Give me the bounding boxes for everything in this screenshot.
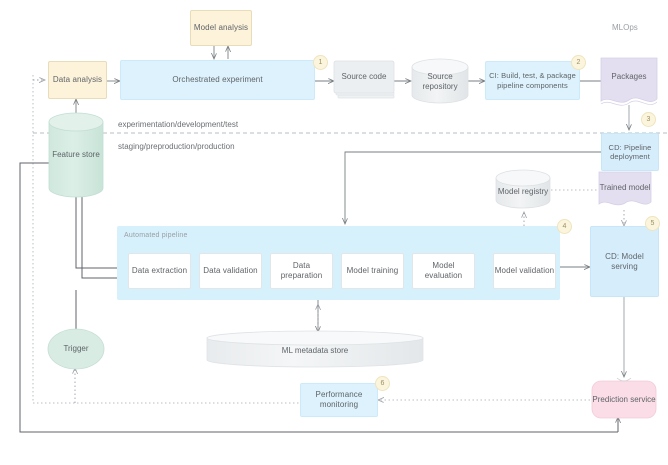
node-performance-monitoring[interactable]: Performance monitoring [300,383,378,417]
source-code-stack [333,60,395,99]
ml-metadata-store-cylinder [206,330,424,368]
node-data-analysis[interactable]: Data analysis [48,61,107,99]
pipeline-step-model-training[interactable]: Model training [341,253,404,289]
page-title: MLOps [612,23,638,32]
zone-label-experimentation: experimentation/development/test [118,120,239,129]
node-trigger-label: Trigger [63,344,89,353]
badge-1: 1 [313,55,328,70]
trigger-ellipse [47,328,105,370]
zone-label-staging: staging/preproduction/production [118,142,235,151]
node-feature-store-label: Feature store [52,150,100,159]
node-trained-model-label: Trained model [599,183,651,192]
badge-4: 4 [557,219,572,234]
prediction-service-shape [591,377,657,419]
node-prediction-service-label: Prediction service [592,395,656,404]
badge-6: 6 [375,376,390,391]
pipeline-step-data-extraction[interactable]: Data extraction [128,253,191,289]
node-orchestrated-experiment[interactable]: Orchestrated experiment [120,60,315,100]
node-model-analysis[interactable]: Model analysis [190,10,252,46]
node-ml-metadata-store-label: ML metadata store [281,346,349,355]
node-source-repository-label: Source repository [422,72,458,91]
automated-pipeline-label: Automated pipeline [124,232,188,239]
node-ci-build[interactable]: CI: Build, test, & package pipeline comp… [485,61,580,100]
model-registry-cylinder [495,169,551,209]
trained-model-document [598,171,652,206]
badge-5: 5 [645,216,660,231]
node-cd-model-serving[interactable]: CD: Model serving [590,226,659,297]
node-model-registry-label: Model registry [497,187,549,196]
node-cd-pipeline-deployment[interactable]: CD: Pipeline deployment [601,133,659,171]
pipeline-step-model-validation[interactable]: Model validation [493,253,556,289]
pipeline-step-model-evaluation[interactable]: Model evaluation [412,253,475,289]
node-packages-label: Packages [611,72,647,81]
source-repository-cylinder [411,58,469,104]
badge-2: 2 [571,55,586,70]
feature-store-cylinder [48,112,104,198]
pipeline-step-data-validation[interactable]: Data validation [199,253,262,289]
node-source-code-label: Source code [341,72,387,81]
pipeline-step-data-preparation[interactable]: Data preparation [270,253,333,289]
badge-3: 3 [641,112,656,127]
packages-document [600,57,658,106]
